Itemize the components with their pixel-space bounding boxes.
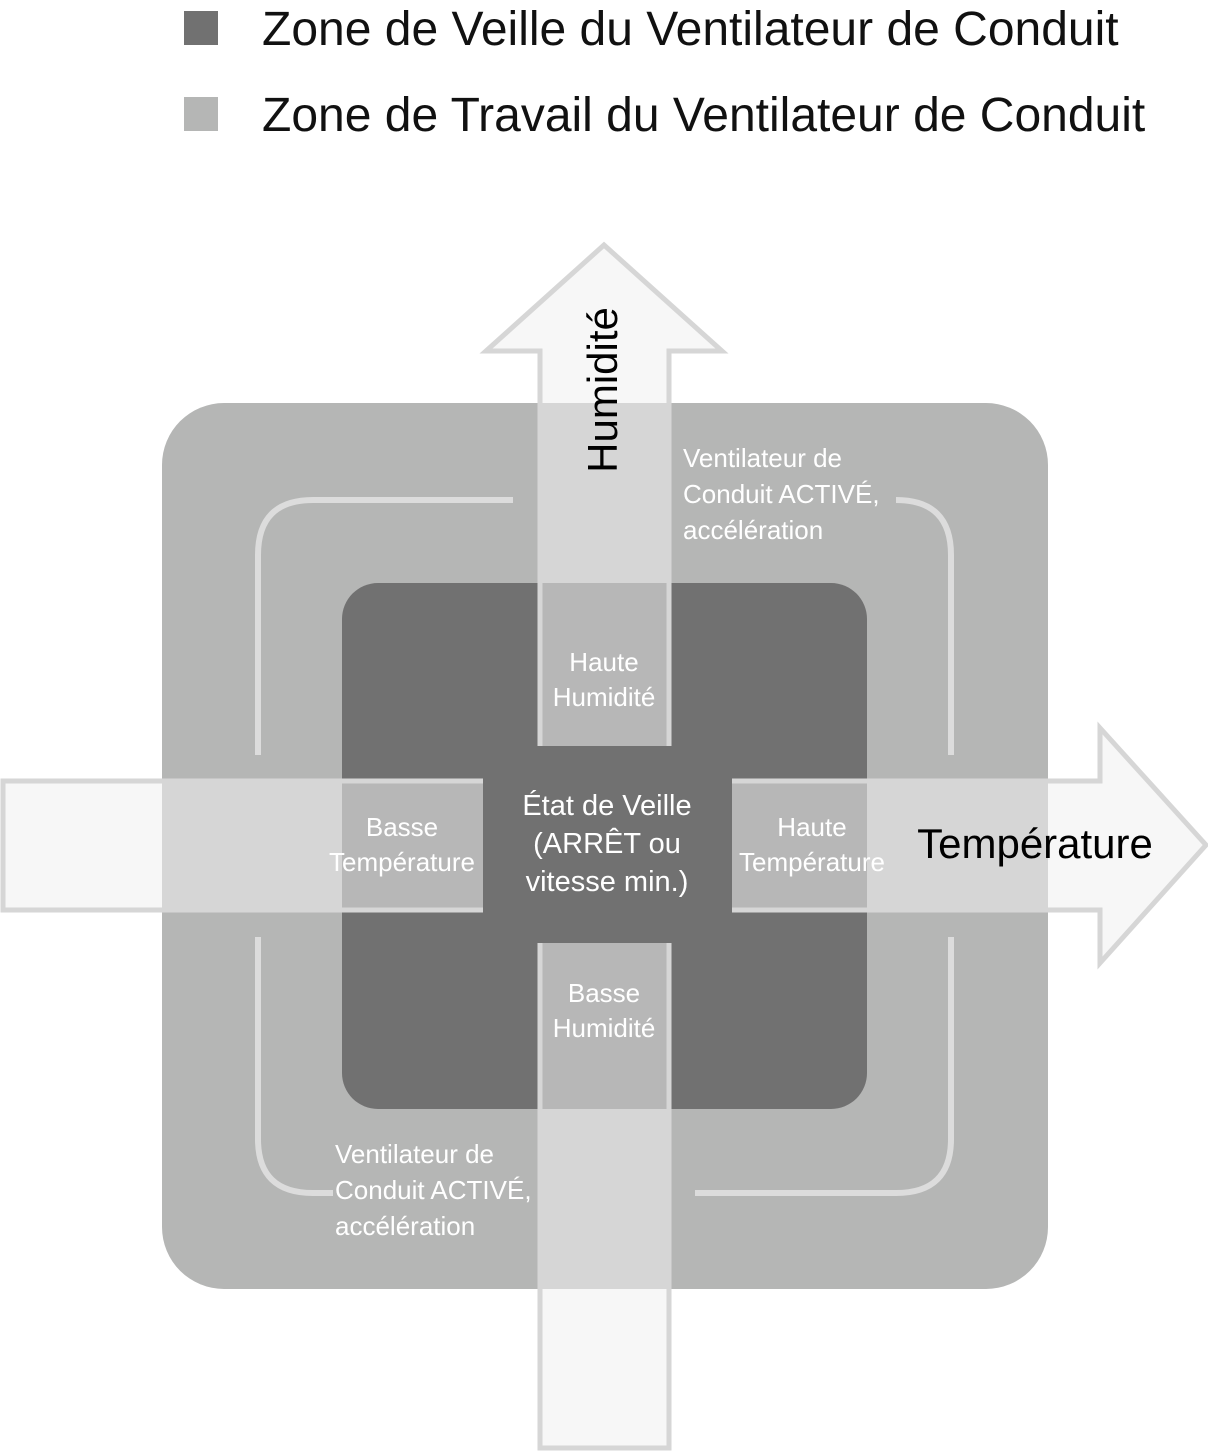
standby-center [483, 746, 732, 943]
legend-standby-swatch [184, 11, 218, 45]
high-humidity-label: Haute Humidité [553, 647, 656, 712]
high-humidity-line-2: Humidité [553, 682, 656, 712]
high-temperature-line-1: Haute [777, 812, 846, 842]
standby-state-line-1: État de Veille [522, 789, 691, 822]
bracket-top-left [255, 497, 513, 755]
legend-standby-label: Zone de Veille du Ventilateur de Conduit [262, 3, 1119, 56]
standby-state-line-2: (ARRÊT ou [533, 827, 681, 860]
standby-state-label: État de Veille (ARRÊT ou vitesse min.) [522, 789, 691, 898]
active-top-right-line-1: Ventilateur de [683, 443, 842, 473]
active-bottom-left-line-2: Conduit ACTIVÉ, [335, 1175, 532, 1205]
humidity-axis-label: Humidité [579, 307, 626, 473]
bracket-bottom-left [255, 937, 333, 1196]
zone-brackets [255, 497, 954, 1196]
legend: Zone de Veille du Ventilateur de Conduit… [184, 3, 1145, 142]
legend-work-label: Zone de Travail du Ventilateur de Condui… [262, 89, 1145, 142]
bracket-top-right [895, 497, 954, 755]
high-humidity-line-1: Haute [569, 647, 638, 677]
active-label-bottom-left: Ventilateur de Conduit ACTIVÉ, accélérat… [335, 1139, 532, 1241]
active-bottom-left-line-3: accélération [335, 1211, 475, 1241]
active-bottom-left-line-1: Ventilateur de [335, 1139, 494, 1169]
temperature-axis-label: Température [917, 820, 1153, 867]
active-top-right-line-3: accélération [683, 515, 823, 545]
standby-state-line-3: vitesse min.) [526, 866, 689, 898]
low-humidity-line-2: Humidité [553, 1013, 656, 1043]
high-temperature-label: Haute Température [739, 812, 885, 877]
active-top-right-line-2: Conduit ACTIVÉ, [683, 479, 880, 509]
active-label-top-right: Ventilateur de Conduit ACTIVÉ, accélérat… [683, 443, 880, 545]
low-temperature-line-2: Température [329, 847, 475, 877]
low-humidity-label: Basse Humidité [553, 978, 656, 1043]
low-humidity-line-1: Basse [568, 978, 640, 1008]
low-temperature-line-1: Basse [366, 812, 438, 842]
legend-work-swatch [184, 97, 218, 131]
high-temperature-line-2: Température [739, 847, 885, 877]
low-temperature-label: Basse Température [329, 812, 475, 877]
bracket-bottom-right [695, 937, 954, 1196]
